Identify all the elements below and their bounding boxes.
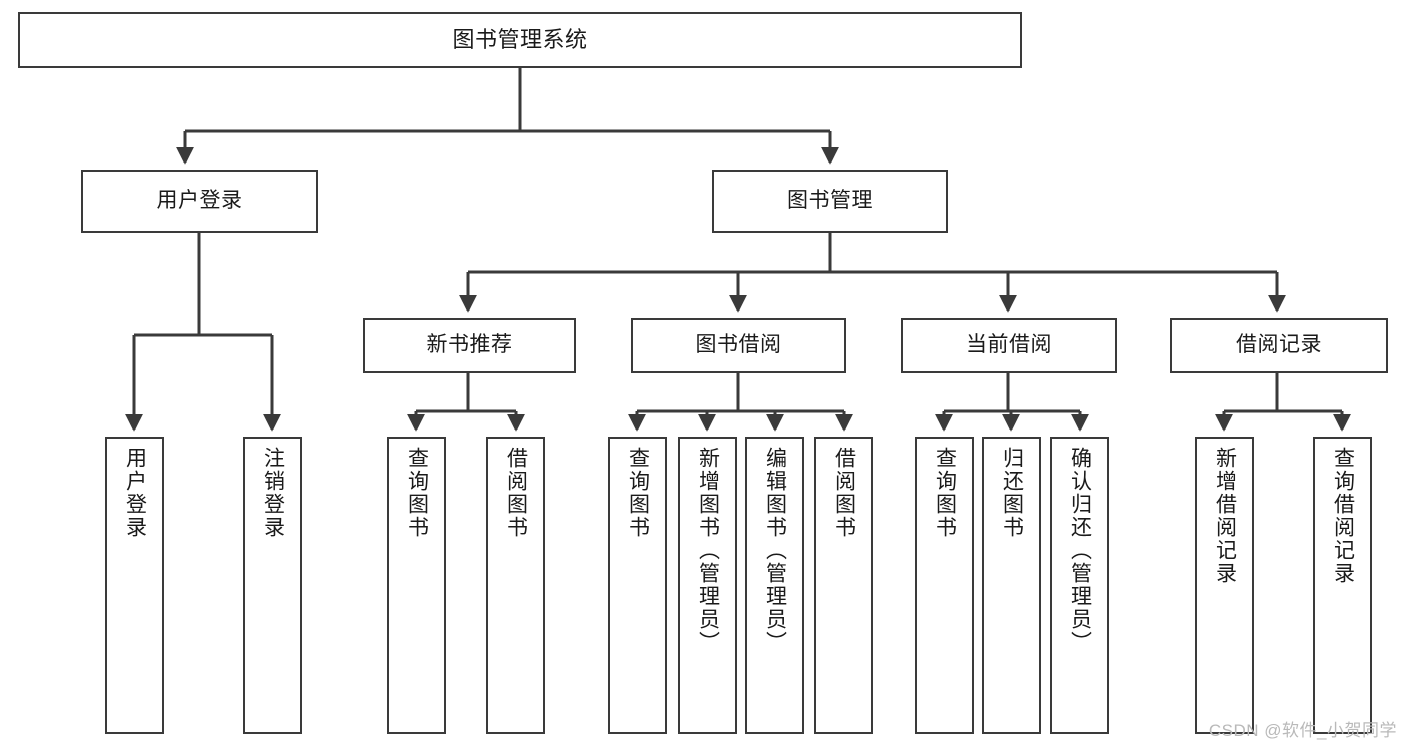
node-leaf-cb-query[interactable]: 查询图书 xyxy=(915,437,974,734)
node-leaf-br-query[interactable]: 查询借阅记录 xyxy=(1313,437,1372,734)
node-book-borrow-label: 图书借阅 xyxy=(695,333,782,357)
node-leaf-bb-query-label: 查询图书 xyxy=(626,447,650,539)
node-leaf-rec-borrow-label: 借阅图书 xyxy=(504,447,528,539)
node-leaf-cb-return-label: 归还图书 xyxy=(1000,447,1024,539)
node-leaf-logout-label: 注销登录 xyxy=(261,447,285,539)
node-leaf-cb-confirm-label: 确认归还（管理员） xyxy=(1068,447,1092,654)
node-leaf-bb-borrow-label: 借阅图书 xyxy=(832,447,856,539)
node-borrow-record-label: 借阅记录 xyxy=(1236,333,1322,357)
node-leaf-user-login[interactable]: 用户登录 xyxy=(105,437,164,734)
node-borrow-record[interactable]: 借阅记录 xyxy=(1170,318,1388,373)
node-book-manage[interactable]: 图书管理 xyxy=(712,170,948,233)
node-leaf-cb-query-label: 查询图书 xyxy=(933,447,957,539)
node-leaf-rec-borrow[interactable]: 借阅图书 xyxy=(486,437,545,734)
node-leaf-cb-return[interactable]: 归还图书 xyxy=(982,437,1041,734)
node-book-manage-label: 图书管理 xyxy=(787,189,873,213)
node-leaf-br-add-label: 新增借阅记录 xyxy=(1213,447,1237,585)
node-leaf-rec-query[interactable]: 查询图书 xyxy=(387,437,446,734)
node-user-login-label: 用户登录 xyxy=(156,189,243,213)
node-leaf-logout[interactable]: 注销登录 xyxy=(243,437,302,734)
node-current-borrow-label: 当前借阅 xyxy=(966,333,1052,357)
node-leaf-br-query-label: 查询借阅记录 xyxy=(1331,447,1355,585)
node-leaf-bb-edit-label: 编辑图书（管理员） xyxy=(763,447,787,654)
node-leaf-bb-borrow[interactable]: 借阅图书 xyxy=(814,437,873,734)
node-leaf-bb-add-label: 新增图书（管理员） xyxy=(696,447,720,654)
node-new-book-rec-label: 新书推荐 xyxy=(426,333,513,357)
node-user-login[interactable]: 用户登录 xyxy=(81,170,318,233)
node-new-book-rec[interactable]: 新书推荐 xyxy=(363,318,576,373)
node-current-borrow[interactable]: 当前借阅 xyxy=(901,318,1117,373)
node-leaf-bb-edit[interactable]: 编辑图书（管理员） xyxy=(745,437,804,734)
node-leaf-cb-confirm[interactable]: 确认归还（管理员） xyxy=(1050,437,1109,734)
node-root-label: 图书管理系统 xyxy=(452,27,588,53)
node-book-borrow[interactable]: 图书借阅 xyxy=(631,318,846,373)
node-leaf-bb-query[interactable]: 查询图书 xyxy=(608,437,667,734)
node-leaf-bb-add[interactable]: 新增图书（管理员） xyxy=(678,437,737,734)
node-leaf-user-login-label: 用户登录 xyxy=(123,447,147,539)
node-leaf-br-add[interactable]: 新增借阅记录 xyxy=(1195,437,1254,734)
node-root[interactable]: 图书管理系统 xyxy=(18,12,1022,68)
node-leaf-rec-query-label: 查询图书 xyxy=(405,447,429,539)
watermark: CSDN @软件_小贺同学 xyxy=(1208,721,1397,740)
